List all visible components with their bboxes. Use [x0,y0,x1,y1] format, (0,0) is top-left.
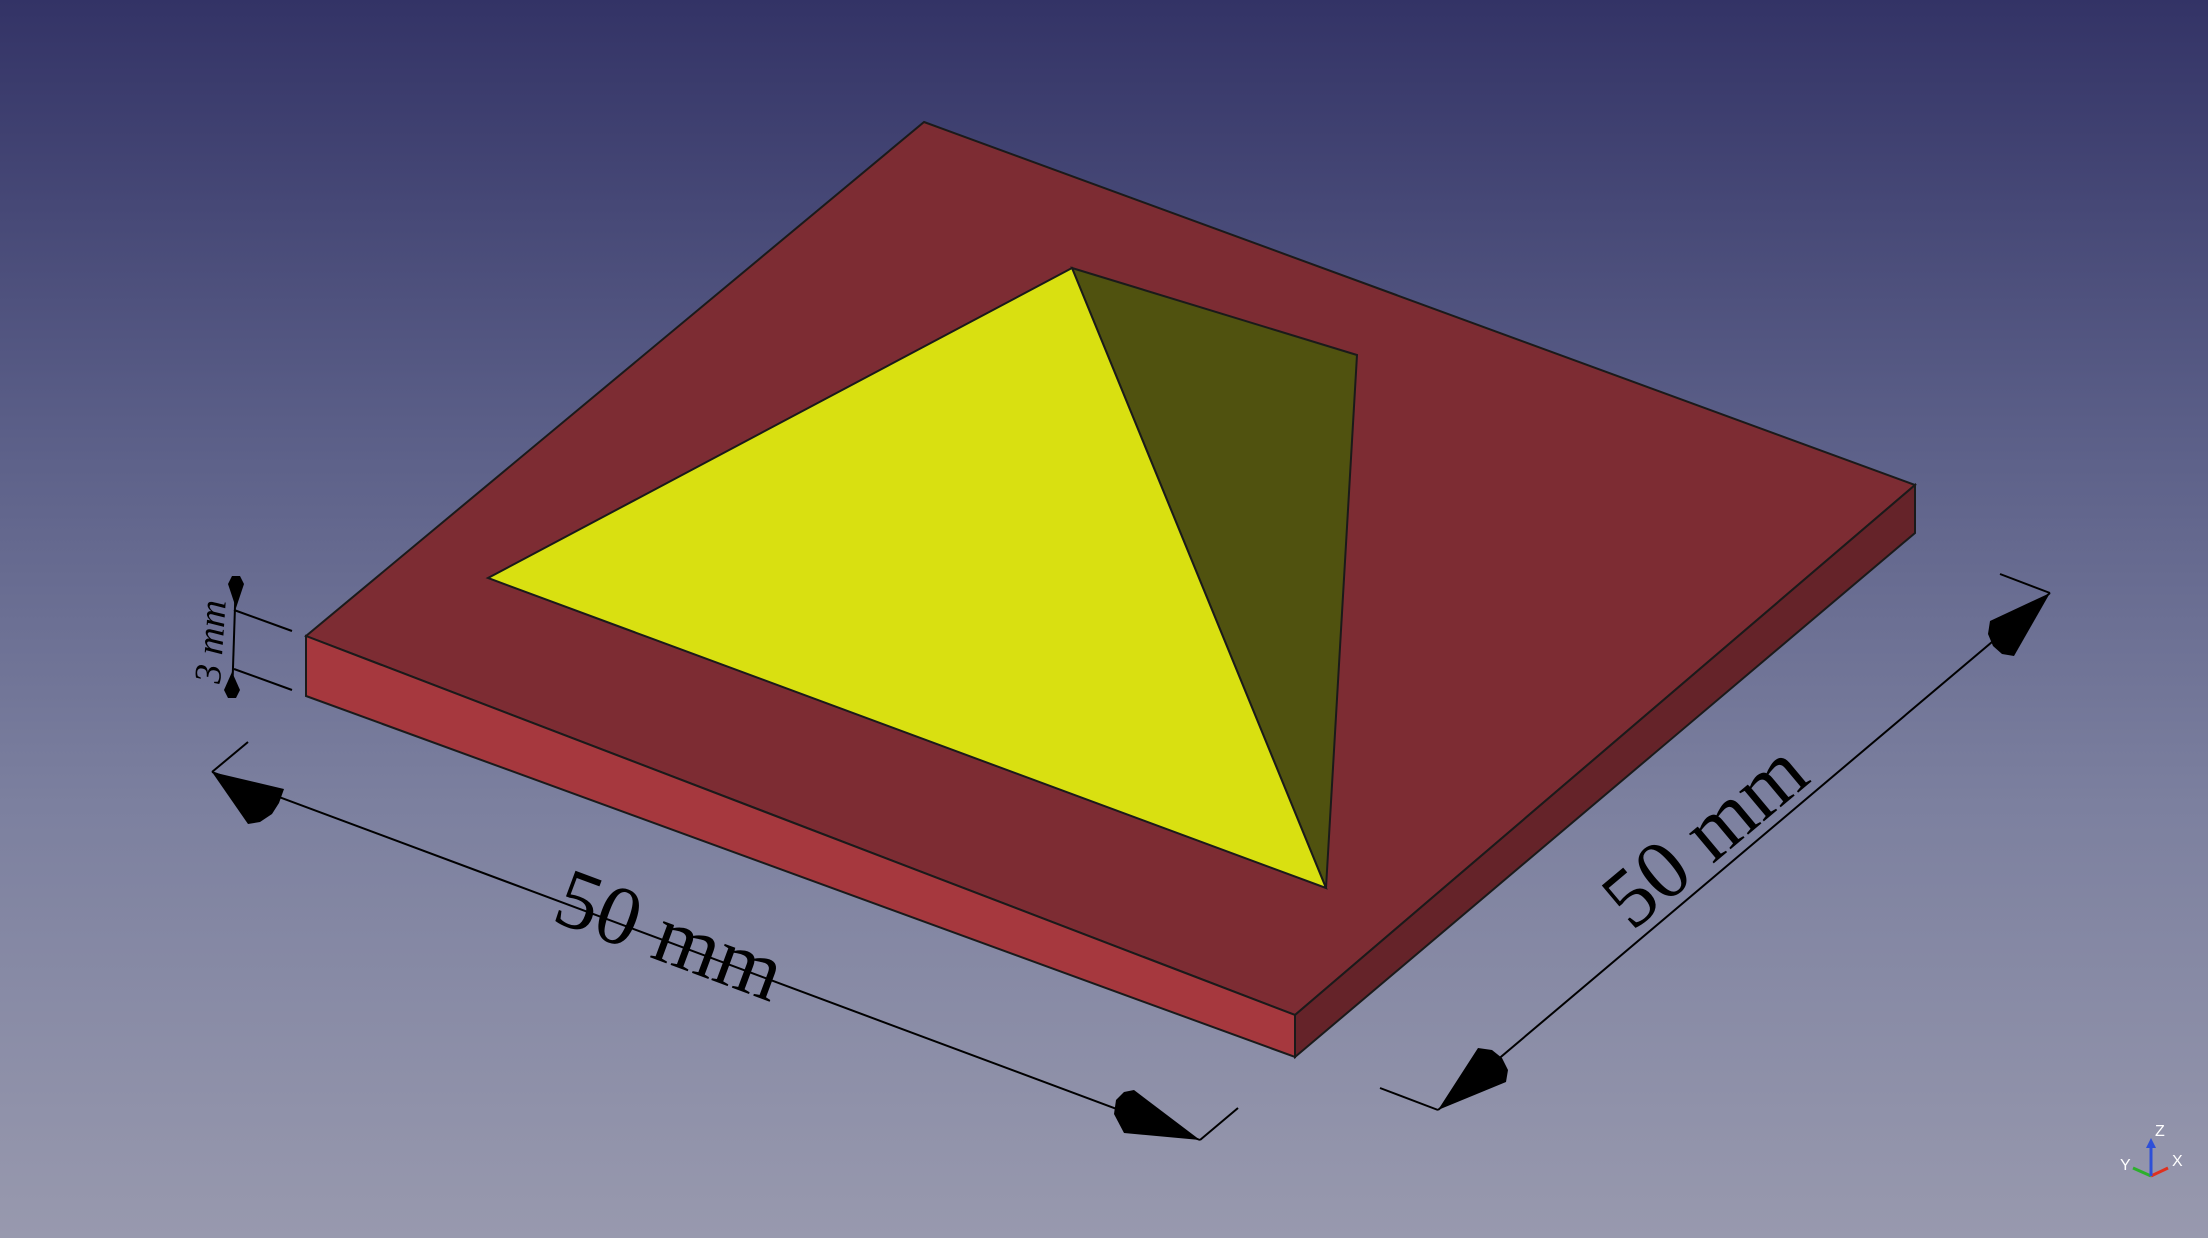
depth-arrow-bottom [1438,1048,1508,1110]
axis-y-line [2132,1166,2152,1178]
width-extension-line-right [1199,1107,1239,1141]
thickness-dimension[interactable]: 3 mm [187,575,293,699]
depth-extension-line-bottom [1379,1087,1439,1111]
axis-z-label: Z [2155,1123,2165,1140]
plate-right-face[interactable] [1294,482,1916,1060]
width-extension-line-left [211,741,249,773]
thickness-arrow-bottom [224,672,240,698]
depth-extension-line-top [1999,573,2051,594]
width-arrow-right [1114,1090,1200,1140]
axis-indicator: Z Y X [2120,1123,2183,1178]
width-dimension-line [211,771,1201,1141]
thickness-arrow-top [228,576,244,608]
axis-x-line [2150,1166,2169,1178]
thickness-dimension-label: 3 mm [187,599,235,686]
width-dimension-label: 50 mm [543,851,796,1020]
axis-z-arrowhead [2146,1138,2156,1148]
axis-y-label: Y [2120,1157,2131,1174]
pyramid-lit-face[interactable] [485,266,1328,890]
width-arrow-left [212,772,284,824]
depth-arrow-top [1988,593,2050,656]
thickness-extension-line-bottom [233,668,293,691]
thickness-extension-line-top [233,609,293,632]
depth-dimension-line [1437,592,2051,1111]
pyramid[interactable] [485,266,1359,890]
axis-x-label: X [2172,1153,2183,1170]
